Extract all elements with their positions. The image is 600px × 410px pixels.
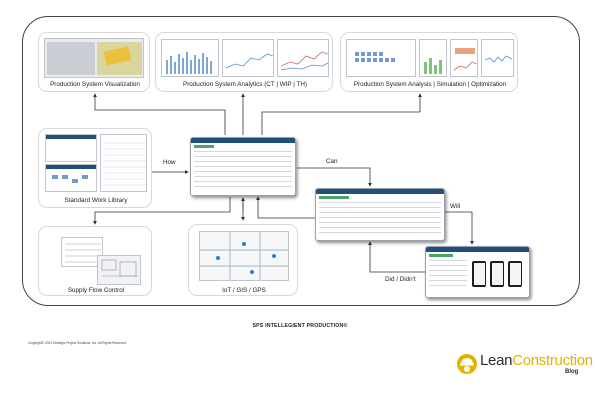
center-screen [190,137,296,196]
supply-flow-screenshot-2 [97,255,141,285]
analysis-screenshot-4 [481,39,514,77]
work-library-screenshot-2 [45,164,97,192]
logo-construction-text: Construction [512,352,593,369]
copyright-text: Copyright© 2024 Strategic Project Soluti… [28,341,127,345]
work-library-screenshot-3 [100,134,147,192]
analysis-screenshot-3 [450,39,478,77]
visualization-card: Production System Visualization [38,32,150,92]
phone-2 [490,261,504,287]
analysis-screenshot-1 [346,39,416,77]
analytics-card: Production System Analytics (CT | WIP | … [155,32,333,92]
analysis-caption: Production System Analysis | Simulation … [353,81,507,88]
edge-label-can: Can [326,158,338,165]
phone-3 [508,261,522,287]
edge-label-will: Will [450,203,461,210]
work-library-card: Standard Work Library [38,128,152,208]
work-library-caption: Standard Work Library [64,197,128,204]
edge-label-did: Did / Didn't [385,276,416,283]
logo-blog-text: Blog [565,369,579,375]
supply-flow-caption: Supply Flow Control [67,287,125,294]
analytics-screenshot-2 [222,39,274,77]
logo-wordmark: LeanConstruction [480,352,593,369]
supply-flow-screenshot-1 [61,237,103,267]
will-screen [425,246,530,298]
analytics-screenshot-3 [277,39,329,77]
lean-construction-logo-icon [457,354,477,374]
supply-flow-card: Supply Flow Control [38,226,152,296]
visualization-caption: Production System Visualization [50,81,140,88]
edge-label-how: How [163,159,176,166]
work-library-screenshot-1 [45,134,97,162]
analytics-caption: Production System Analytics (CT | WIP | … [183,81,307,88]
visualization-screenshot [44,38,144,78]
iot-caption: IoT / GIS / GPS [222,287,266,294]
logo-lean-text: Lean [480,352,513,369]
diagram-title: SPS INTELLEGIENT PRODUCTION® [252,323,348,329]
iot-screenshot [199,231,289,281]
analytics-screenshot-1 [161,39,219,77]
analysis-screenshot-2 [419,39,447,77]
iot-card: IoT / GIS / GPS [188,224,298,296]
analysis-card: Production System Analysis | Simulation … [340,32,518,92]
can-screen [315,188,445,241]
outer-frame [22,16,580,306]
phone-1 [472,261,486,287]
